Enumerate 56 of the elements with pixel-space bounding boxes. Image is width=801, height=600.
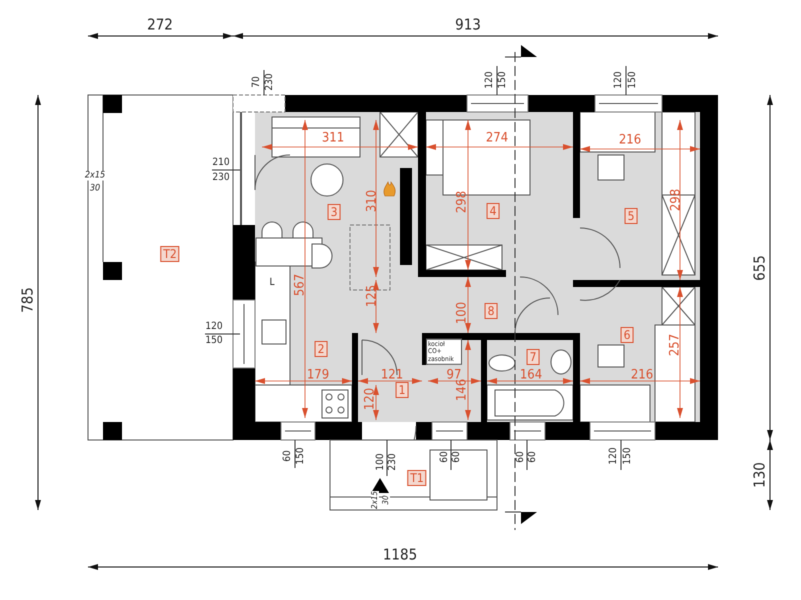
dimension-label: 913 [455,18,481,32]
window-size-label: 120 [614,71,624,89]
dimension-label: 298 [670,188,682,212]
room-number: T2 [160,246,180,262]
room-number: 5 [624,208,638,224]
window-size-label: 150 [296,447,306,465]
dimension-label: 121 [380,368,404,382]
dimension-label: 298 [456,190,468,214]
window-size-label: 70 [252,76,262,88]
window-size-label: 120 [485,71,495,89]
window-size-label: 150 [498,71,508,89]
window-size-label: 60 [440,451,450,463]
stair-label: 2x15 [371,491,379,509]
dimension-label: 310 [366,190,378,212]
window-size-label: 120 [205,322,223,332]
window-size-label: 210 [212,158,230,168]
room-number: 7 [526,349,540,365]
dimension-label: 257 [668,334,682,356]
window-size-label: 150 [623,447,633,465]
dimension-label: 785 [20,287,36,313]
room-number: 4 [486,203,500,219]
window-size-label: 60 [528,451,538,463]
window-size-label: 60 [283,450,293,462]
dimension-label: 655 [752,255,768,281]
dimension-label: 97 [446,368,462,382]
stair-label: 2x15 [84,172,106,180]
room-number: 2 [314,341,328,357]
dimension-label: 272 [147,18,173,32]
dimension-label: 216 [630,368,654,382]
dimension-label: 179 [306,368,330,382]
room-number: 1 [396,382,408,398]
dimension-label: 311 [322,132,344,144]
stair-label: 30 [90,184,100,194]
window-size-label: 120 [609,447,619,465]
door-size-label: 100 [376,453,386,471]
dimension-label: 146 [456,378,468,402]
dimension-label: 120 [364,388,376,410]
dimension-label: 100 [456,302,468,324]
window-size-label: 60 [452,451,462,463]
room-number: 3 [328,204,340,220]
room-number: 8 [484,303,498,319]
window-size-label: 150 [205,336,223,346]
dimension-label: 130 [752,462,768,488]
room-number: 6 [620,327,634,343]
window-size-label: 230 [212,173,230,183]
dimension-label: 567 [294,274,306,296]
cabinet-mark: L [270,278,274,288]
door-size-label: 230 [388,453,398,471]
window-size-label: 60 [516,451,526,463]
dimension-label: 216 [618,134,642,146]
window-size-label: 230 [265,73,275,91]
dimension-label: 1185 [382,548,418,562]
dimension-label: 274 [486,132,508,144]
room-number: T1 [407,470,427,486]
window-size-label: 150 [628,71,638,89]
dimension-label: 164 [520,368,542,382]
